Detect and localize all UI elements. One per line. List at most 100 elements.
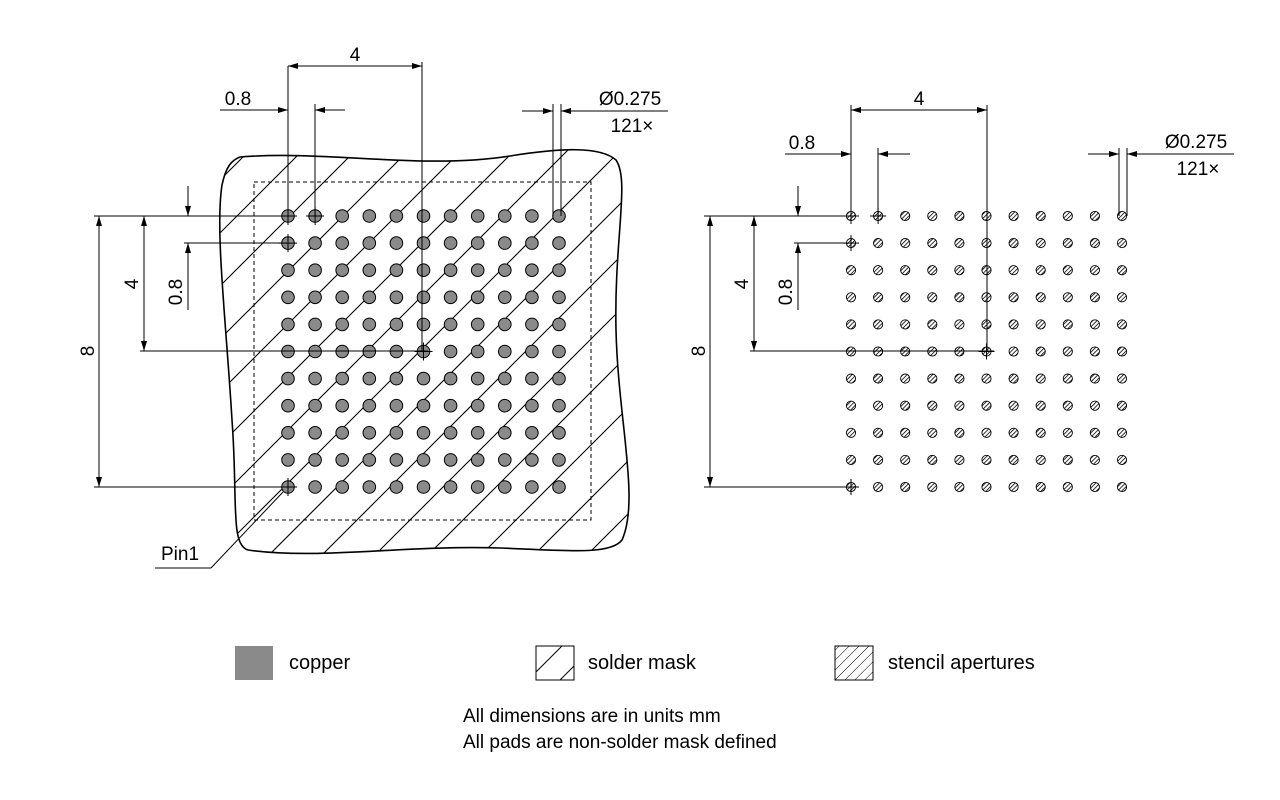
copper-pad bbox=[281, 317, 295, 332]
copper-pad bbox=[470, 209, 485, 223]
copper-pad bbox=[416, 290, 431, 305]
copper-pad bbox=[416, 236, 431, 250]
copper-pad bbox=[470, 290, 485, 305]
copper-pad bbox=[308, 426, 322, 440]
stencil-aperture bbox=[1035, 454, 1046, 465]
stencil-dim-pad-pitch-y-label: 0.8 bbox=[776, 279, 797, 305]
copper-pad bbox=[552, 426, 566, 440]
stencil-swatch bbox=[834, 645, 874, 681]
stencil-aperture bbox=[845, 265, 857, 276]
stencil-aperture bbox=[900, 319, 911, 330]
dim-pad-pitch-y: 0.8 bbox=[166, 186, 286, 310]
copper-pad bbox=[443, 236, 458, 250]
stencil-aperture bbox=[1035, 481, 1046, 493]
note-units: All dimensions are in units mm bbox=[463, 706, 721, 727]
copper-pad bbox=[389, 453, 404, 467]
stencil-aperture bbox=[900, 427, 911, 438]
copper-pad bbox=[416, 398, 431, 413]
stencil-aperture bbox=[900, 265, 911, 276]
copper-pad bbox=[470, 317, 485, 332]
stencil-aperture bbox=[927, 373, 938, 384]
legend-solder-mask-label: solder mask bbox=[588, 652, 697, 674]
stencil-aperture bbox=[954, 373, 965, 384]
stencil-aperture bbox=[1116, 265, 1128, 276]
stencil-aperture bbox=[873, 238, 884, 249]
copper-pad bbox=[525, 263, 539, 278]
stencil-aperture bbox=[981, 427, 992, 438]
dim-pad-pitch-x-label: 0.8 bbox=[225, 89, 251, 110]
stencil-aperture bbox=[845, 319, 857, 330]
notes: All dimensions are in units mm All pads … bbox=[463, 706, 777, 753]
copper-pad bbox=[362, 236, 377, 250]
copper-pad bbox=[362, 398, 377, 413]
stencil-aperture bbox=[927, 319, 938, 330]
copper-pad bbox=[525, 371, 539, 386]
legend: copper solder mask stencil apertures bbox=[235, 645, 1035, 681]
stencil-dim-pad-diameter-label: Ø0.275 bbox=[1165, 132, 1227, 153]
solder-mask-outline bbox=[218, 148, 630, 555]
copper-pad bbox=[362, 317, 377, 332]
copper-pad bbox=[470, 371, 485, 386]
dim-pad-diameter-label: Ø0.275 bbox=[599, 89, 661, 110]
copper-pad bbox=[498, 398, 512, 413]
copper-pad bbox=[335, 398, 350, 413]
copper-pad bbox=[443, 426, 458, 440]
copper-pad bbox=[389, 426, 404, 440]
stencil-aperture bbox=[900, 210, 911, 222]
stencil-aperture bbox=[900, 238, 911, 249]
stencil-aperture bbox=[1089, 319, 1100, 330]
copper-pad bbox=[281, 290, 295, 305]
copper-pad bbox=[498, 317, 512, 332]
stencil-aperture bbox=[981, 454, 992, 465]
stencil-aperture bbox=[1008, 210, 1019, 222]
copper-pad bbox=[498, 344, 512, 359]
stencil-aperture bbox=[873, 292, 884, 303]
copper-pad bbox=[443, 263, 458, 278]
copper-pad bbox=[362, 426, 377, 440]
copper-pad bbox=[498, 480, 512, 494]
stencil-dim-pad-pitch-x-label: 0.8 bbox=[789, 133, 815, 154]
stencil-aperture bbox=[873, 265, 884, 276]
copper-pad bbox=[443, 480, 458, 494]
copper-pad bbox=[362, 371, 377, 386]
dim-pitch-y-label: 4 bbox=[122, 278, 143, 289]
stencil-view: 4 0.8 Ø0.275 121× bbox=[689, 89, 1234, 495]
copper-pad bbox=[308, 317, 322, 332]
dim-span-y-label: 8 bbox=[78, 346, 99, 357]
stencil-aperture bbox=[1035, 238, 1046, 249]
copper-view: 4 0.8 Ø0.275 121× bbox=[78, 45, 668, 569]
stencil-aperture bbox=[954, 238, 965, 249]
stencil-aperture bbox=[1008, 481, 1019, 493]
stencil-aperture bbox=[1008, 292, 1019, 303]
stencil-aperture bbox=[873, 427, 884, 438]
copper-pad bbox=[362, 209, 377, 223]
stencil-aperture bbox=[1089, 427, 1100, 438]
copper-swatch bbox=[235, 646, 273, 680]
legend-copper-label: copper bbox=[289, 652, 350, 674]
copper-pad bbox=[362, 453, 377, 467]
dim-pad-count-label: 121× bbox=[611, 116, 654, 137]
stencil-aperture bbox=[1116, 427, 1128, 438]
stencil-aperture bbox=[1089, 481, 1100, 493]
copper-pad bbox=[443, 398, 458, 413]
copper-pad bbox=[281, 426, 295, 440]
stencil-aperture bbox=[845, 427, 857, 438]
stencil-aperture bbox=[954, 265, 965, 276]
copper-pad bbox=[525, 290, 539, 305]
copper-pad bbox=[335, 453, 350, 467]
stencil-dim-pad-pitch-y: 0.8 bbox=[776, 186, 846, 310]
stencil-aperture bbox=[1008, 319, 1019, 330]
stencil-aperture bbox=[1008, 346, 1019, 357]
stencil-aperture bbox=[1062, 319, 1073, 330]
stencil-aperture bbox=[927, 454, 938, 465]
stencil-dim-pitch-x: 4 bbox=[850, 89, 987, 216]
stencil-aperture bbox=[1116, 481, 1128, 493]
stencil-aperture bbox=[1062, 454, 1073, 465]
solder-mask-swatch bbox=[535, 645, 575, 681]
note-pads: All pads are non-solder mask defined bbox=[463, 732, 777, 753]
copper-pad bbox=[389, 290, 404, 305]
stencil-dim-pad-count-label: 121× bbox=[1177, 159, 1220, 180]
stencil-aperture bbox=[1062, 346, 1073, 357]
stencil-aperture bbox=[1062, 238, 1073, 249]
dim-pad-pitch-x: 0.8 bbox=[220, 89, 345, 216]
